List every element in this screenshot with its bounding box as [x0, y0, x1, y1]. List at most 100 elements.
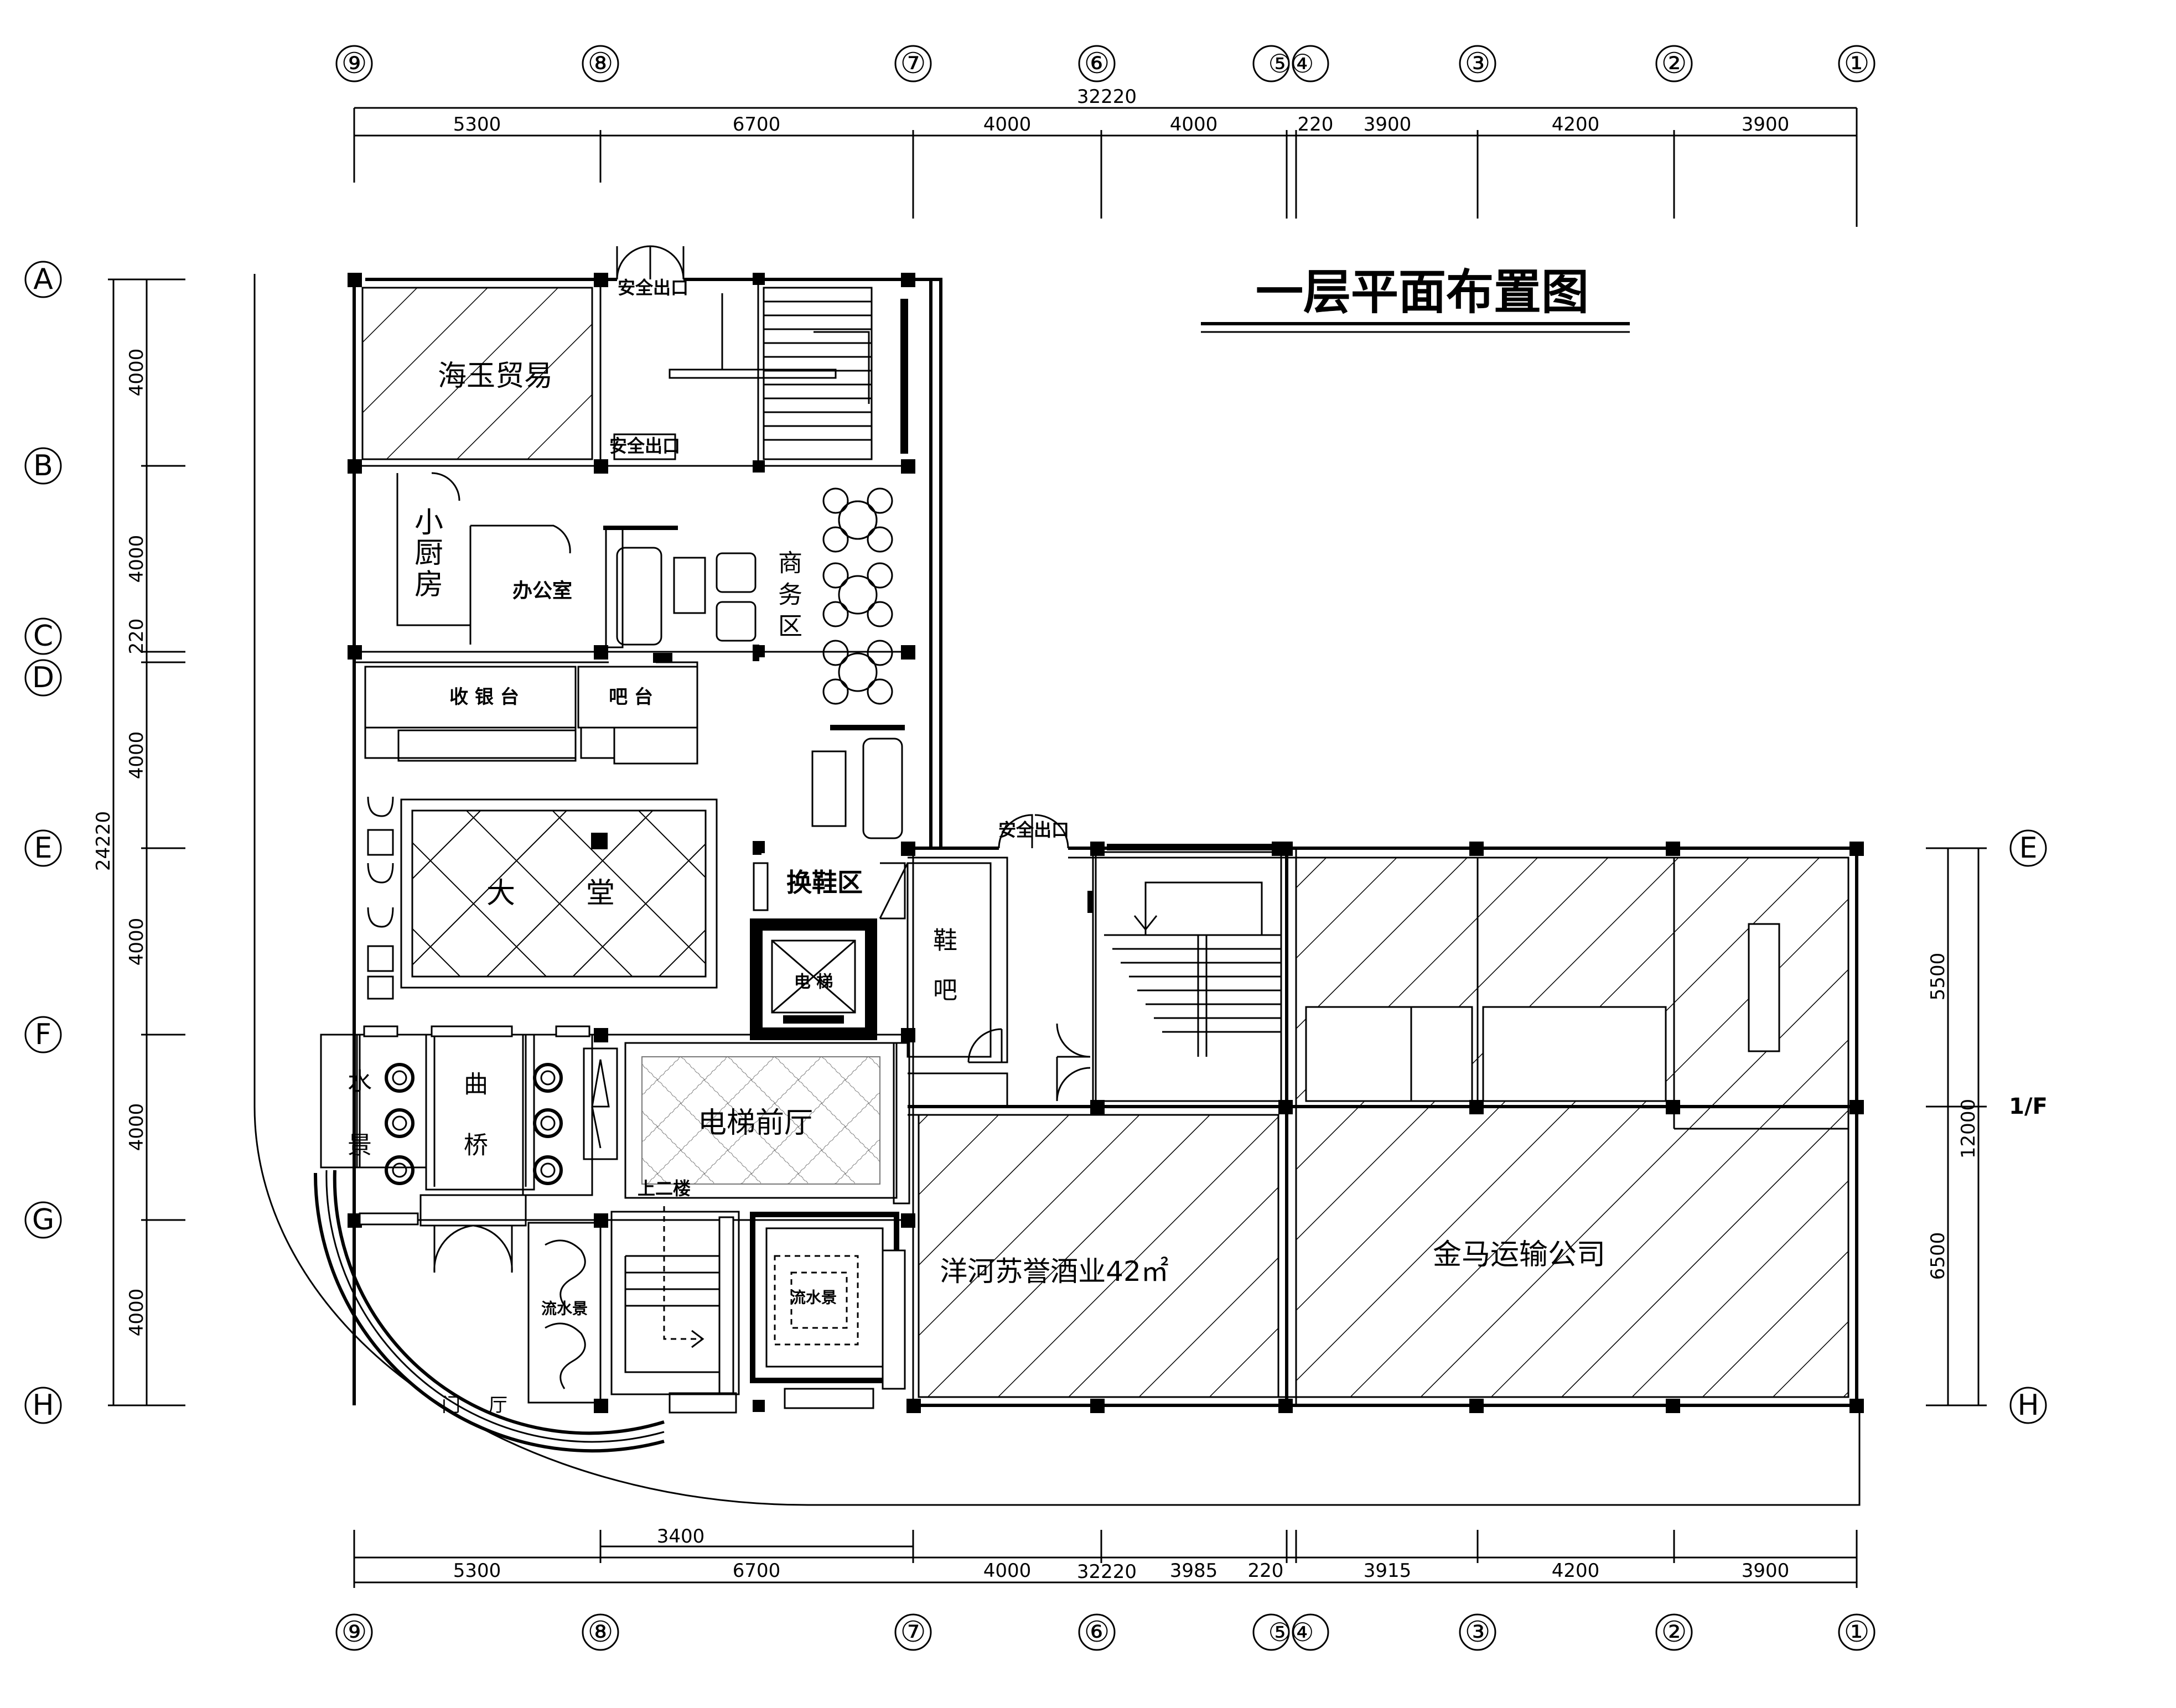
bar-label: 吧 台	[609, 686, 653, 708]
dim-top-seg: 4000	[1170, 113, 1218, 136]
axis-bubble: ⑦	[900, 1616, 926, 1649]
axis-bubble: ①	[1844, 47, 1870, 80]
shoe-area: 换鞋区 电 梯 鞋 吧	[750, 856, 1008, 1107]
dim-bottom-seg: 6700	[733, 1560, 781, 1582]
entrance-label: 厅	[489, 1394, 507, 1416]
round-table	[822, 640, 893, 705]
business-area: 商 务 区	[603, 487, 905, 855]
round-table	[822, 562, 893, 627]
title-text: 一层平面布置图	[1256, 264, 1589, 320]
lobby: 大 堂	[367, 796, 718, 1000]
hatched-areas	[361, 287, 1849, 1398]
upstairs-label: 上二楼	[638, 1178, 691, 1199]
axis-bubble: ⑨	[341, 47, 367, 80]
flow-water-label: 流水景	[541, 1300, 588, 1318]
kitchen-label: 小	[415, 506, 443, 539]
axis-bubble: ③	[1465, 1616, 1491, 1649]
dim-top-seg: 5300	[453, 113, 501, 136]
dim-left-seg: 4000	[126, 1103, 148, 1151]
dim-right-seg: 6500	[1927, 1232, 1949, 1280]
dim-left-seg: 4000	[126, 918, 148, 966]
dim-top-seg: 4200	[1552, 113, 1600, 136]
dim-top-seg: 220	[1298, 113, 1334, 136]
axis-bubble: ⑥	[1084, 47, 1110, 80]
water-bridge: 水 景 曲 桥	[313, 1025, 665, 1453]
axis-bubble: E	[34, 832, 53, 865]
dim-bottom-seg: 4000	[983, 1560, 1032, 1582]
lobby-label: 大	[486, 877, 515, 910]
dim-top-seg: 4000	[983, 113, 1032, 136]
dim-bottom-seg: 4200	[1552, 1560, 1600, 1582]
axis-bubble: F	[35, 1018, 51, 1051]
kitchen-label: 厨	[415, 537, 443, 570]
exit-label-right: 安全出口	[998, 819, 1069, 840]
dim-left-seg: 4000	[126, 535, 148, 583]
bridge-label: 桥	[464, 1131, 488, 1160]
drawing-title: 一层平面布置图	[1201, 264, 1630, 333]
axis-bubble: ⑦	[900, 47, 926, 80]
axis-bubble: ⑧	[588, 1616, 614, 1649]
transport-label: 金马运输公司	[1433, 1238, 1605, 1271]
exit-label-mid: 安全出口	[609, 435, 680, 456]
dim-top-total: 32220	[1077, 86, 1137, 108]
columns	[348, 273, 1864, 1413]
cashier-label: 收 银 台	[449, 686, 519, 708]
top-axis-markers: ⑨ ⑧ ⑦ ⑥ ⑤④ ③ ② ①	[335, 45, 1875, 82]
axis-bubble: ③	[1465, 47, 1491, 80]
dim-right-seg: 5500	[1927, 953, 1949, 1001]
dim-bottom-sub: 3400	[657, 1525, 705, 1548]
elevator-hall-label: 电梯前厅	[698, 1107, 813, 1140]
haiyu-area	[361, 287, 593, 460]
dim-left-seg: 4000	[126, 349, 148, 397]
dim-top-seg: 6700	[733, 113, 781, 136]
elevator-hall: 电梯前厅 上二楼	[624, 1042, 910, 1205]
top-dimensions: 32220 5300 6700 4000 4000 220 3900 4200 …	[353, 86, 1858, 227]
tenant-labels: 洋河苏誉酒业42㎡ 金马运输公司	[940, 1238, 1605, 1288]
axis-bubble: ⑥	[1084, 1616, 1110, 1649]
bottom-axis-markers: ⑨ ⑧ ⑦ ⑥ ⑤④ ③ ② ①	[335, 1613, 1875, 1651]
flow-water-label: 流水景	[790, 1289, 837, 1307]
axis-bubble: B	[33, 449, 53, 482]
dim-bottom-seg: 3915	[1364, 1560, 1412, 1582]
transport-area	[1295, 856, 1849, 1398]
wine-label: 洋河苏誉酒业42㎡	[940, 1255, 1169, 1288]
entrance: 流水景 门 厅	[359, 1194, 602, 1416]
dim-bottom-seg: 3900	[1742, 1560, 1790, 1582]
right-stair: 安全出口	[998, 814, 1282, 1102]
right-dimensions: 5500 6500 12000 E 1/F H	[1926, 829, 2048, 1424]
business-label: 商	[778, 549, 802, 578]
axis-bubble: G	[32, 1203, 54, 1237]
wine-area	[918, 1114, 1279, 1398]
elevator-label: 电 梯	[794, 973, 833, 992]
dim-left-total: 24220	[92, 811, 115, 871]
axis-bubble: H	[2017, 1389, 2039, 1422]
axis-bubble: ⑤④	[1268, 1617, 1314, 1647]
axis-bubble: ⑨	[341, 1616, 367, 1649]
axis-bubble: E	[2019, 832, 2038, 865]
dim-bottom-seg: 220	[1248, 1560, 1284, 1582]
axis-bubble: ①	[1844, 1616, 1870, 1649]
axis-bubble: ⑤④	[1268, 49, 1314, 79]
dim-left-seg: 4000	[126, 731, 148, 780]
dim-bottom-seg: 3985	[1170, 1560, 1218, 1582]
lobby-label: 堂	[586, 877, 615, 910]
business-label: 务	[778, 581, 802, 609]
haiyu-label: 海玉贸易	[438, 360, 553, 393]
left-axis-markers: A B C D E F G H	[24, 261, 62, 1424]
bridge-label: 曲	[464, 1071, 488, 1099]
dim-bottom-total: 32220	[1077, 1561, 1137, 1583]
left-dimensions: 24220 4000 4000 220 4000 4000 4000 4000	[92, 278, 185, 1406]
axis-bubble: ②	[1661, 47, 1687, 80]
bottom-dimensions: 3400 5300 6700 4000 3985 220 3915 4200 3…	[353, 1525, 1858, 1588]
axis-bubble: D	[32, 661, 54, 694]
shoe-bar-label: 鞋	[933, 927, 957, 955]
water-feature-label: 景	[348, 1131, 372, 1160]
dim-left-seg: 4000	[126, 1289, 148, 1337]
exit-label-top: 安全出口	[618, 277, 688, 298]
dim-top-seg: 3900	[1742, 113, 1790, 136]
entrance-label: 门	[442, 1394, 460, 1416]
dim-right-total: 12000	[1957, 1099, 1980, 1159]
haiyu-room: 海玉贸易	[438, 360, 553, 393]
axis-bubble: ⑧	[588, 47, 614, 80]
